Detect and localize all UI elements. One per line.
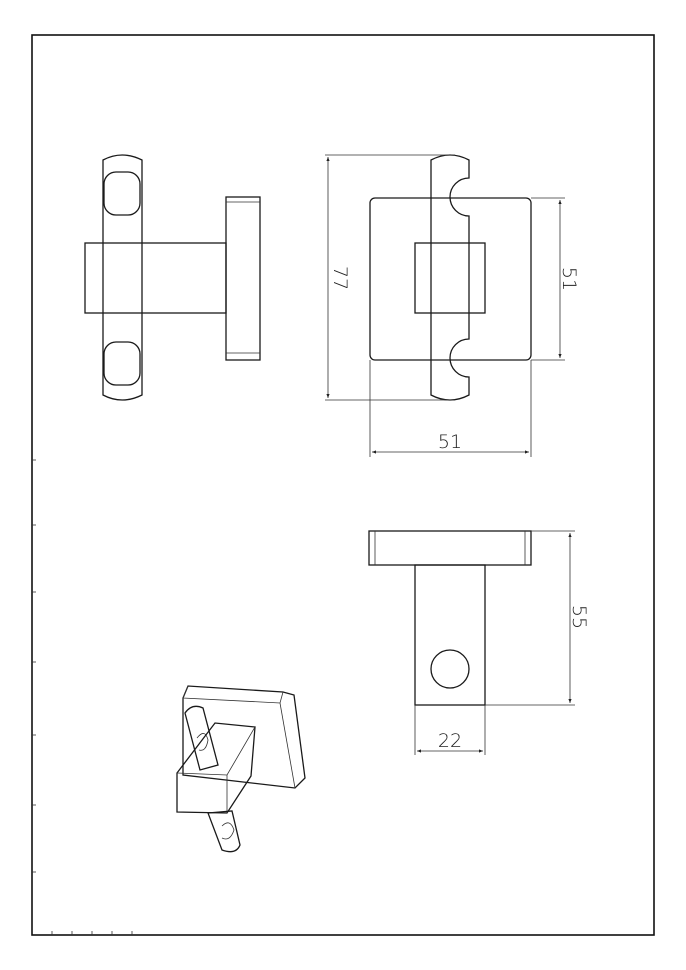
dimension-51-horizontal-label: 51 — [438, 431, 462, 453]
hook-end-circle — [430, 649, 470, 689]
isometric-view — [176, 685, 306, 853]
dimension-77-label: 77 — [329, 266, 351, 290]
iso-wall-plate — [182, 685, 306, 789]
drawing-frame — [31, 34, 655, 936]
dimension-51-vertical-label: 51 — [558, 267, 580, 291]
lower-hook-recess — [103, 341, 141, 386]
hook-bar-front — [430, 154, 470, 401]
wall-plate-front — [369, 197, 532, 361]
wall-plate — [225, 196, 261, 361]
iso-lower-pin — [207, 810, 241, 853]
frame-ticks — [32, 459, 133, 935]
front-view: 77 51 51 — [325, 154, 580, 457]
top-view: 55 22 — [368, 530, 590, 755]
iso-arm-block — [176, 722, 256, 814]
wall-plate-top — [368, 530, 532, 566]
iso-upper-pin — [184, 705, 219, 771]
hook-bar — [102, 154, 143, 401]
dimension-22-label: 22 — [438, 730, 462, 752]
dimension-55-label: 55 — [568, 605, 590, 629]
side-view — [84, 154, 261, 401]
arm-block — [84, 242, 227, 314]
upper-hook-recess — [103, 171, 141, 216]
arm-stem — [414, 564, 486, 706]
arm-block-front — [414, 242, 486, 314]
